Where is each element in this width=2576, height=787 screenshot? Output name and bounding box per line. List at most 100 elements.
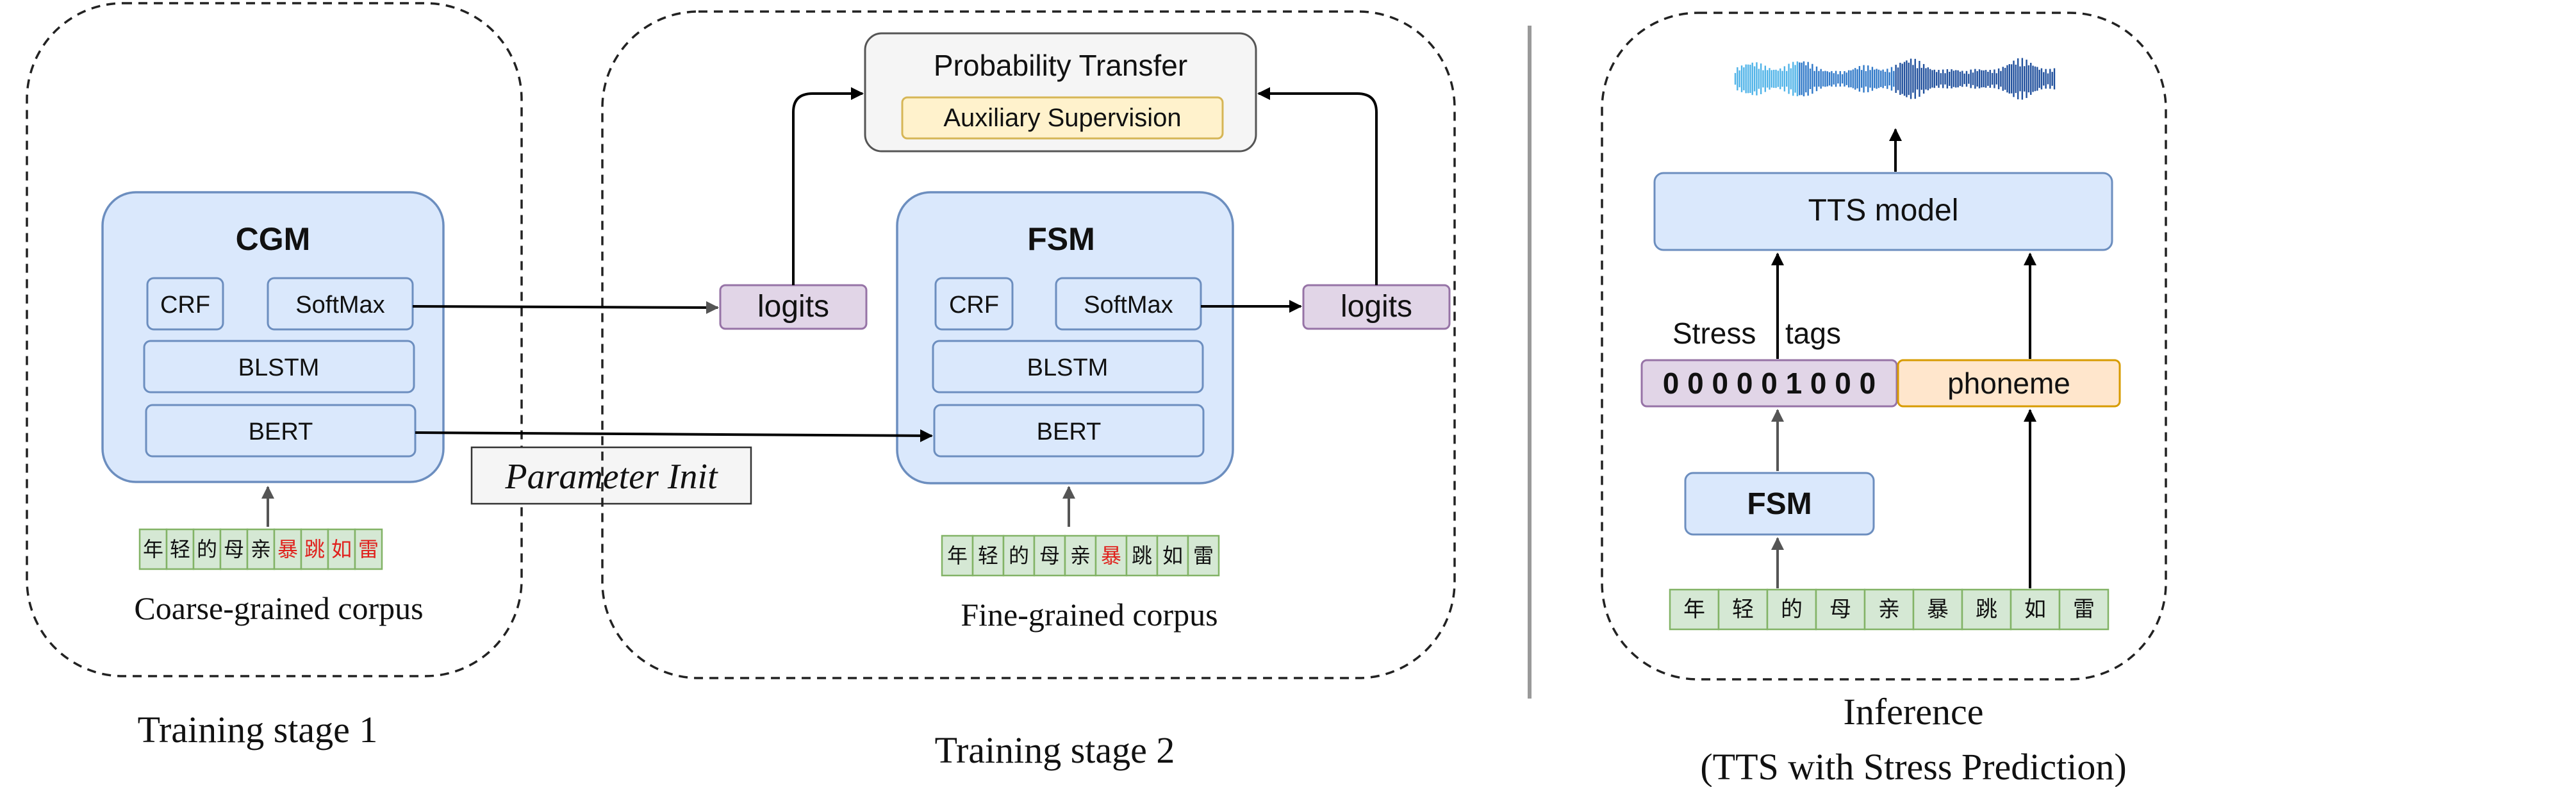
cgm-softmax-box [267, 277, 414, 331]
char-cell [1064, 534, 1097, 577]
char-cell [273, 528, 302, 570]
char-cell [219, 528, 249, 570]
stage1-outline [26, 2, 523, 677]
parameter-init-box [470, 446, 752, 505]
char-label: 如 [2024, 597, 2046, 622]
fsm-bert-label: BERT [1037, 418, 1102, 445]
char-cell [1863, 588, 1915, 631]
inference-input-chars: 年轻的母亲暴跳如雷 [1669, 588, 2110, 631]
audio-waveform-icon [1734, 58, 2056, 100]
char-label: 跳 [304, 537, 325, 561]
char-label: 轻 [978, 543, 998, 568]
cgm-bert-box [145, 404, 417, 458]
char-cell [1766, 588, 1817, 631]
char-label: 年 [143, 537, 163, 561]
char-cell [354, 528, 383, 570]
char-cell [1912, 588, 1963, 631]
parameter-init-group: Parameter Init [470, 446, 752, 505]
char-label: 亲 [1070, 543, 1091, 568]
char-label: 的 [197, 537, 217, 561]
char-label: 雷 [2073, 597, 2095, 622]
inference-fsm-box [1684, 472, 1875, 536]
stage2-corpus-chars: 年轻的母亲暴跳如雷 [941, 534, 1220, 577]
cgm-bert-label: BERT [249, 418, 313, 445]
char-label: 轻 [170, 537, 190, 561]
char-cell [2058, 588, 2110, 631]
stress-tags-label: 0 0 0 0 0 1 0 0 0 [1663, 367, 1876, 400]
fsm-bert-box [933, 404, 1205, 458]
cgm-softmax-to-logits-arrow [412, 301, 719, 314]
char-label: 的 [1009, 543, 1029, 568]
stage1-label: Training stage 1 [138, 709, 378, 750]
char-cell [1156, 534, 1189, 577]
stage1-corpus-chars: 年轻的母亲暴跳如雷 [138, 528, 383, 570]
inference-outline [1601, 12, 2167, 681]
fsm-title: FSM [1027, 221, 1095, 257]
inference-label-line2: (TTS with Stress Prediction) [1700, 746, 2126, 787]
parameter-init-label: Parameter Init [504, 457, 718, 497]
char-label: 年 [1683, 597, 1705, 622]
char-cell [2010, 588, 2061, 631]
cgm-softmax-label: SoftMax [295, 292, 384, 319]
fsm-crf-label: CRF [949, 292, 999, 319]
probability-transfer-label: Probability Transfer [934, 49, 1187, 82]
tags-label: tags [1785, 317, 1841, 350]
inference-fsm-label: FSM [1747, 487, 1812, 521]
tts-model-label: TTS model [1808, 194, 1959, 228]
logits-left-label: logits [757, 290, 829, 324]
char-label: 跳 [1976, 597, 1997, 622]
char-label: 跳 [1132, 543, 1152, 568]
char-label: 母 [1039, 543, 1060, 568]
inference-label-line1: Inference [1844, 691, 1984, 733]
char-label: 母 [224, 537, 244, 561]
char-label: 年 [947, 543, 968, 568]
stage1-group: CGM CRF SoftMax BLSTM BERT 年轻的母亲暴跳如雷 Coa… [26, 2, 523, 750]
auxiliary-supervision-label: Auxiliary Supervision [943, 104, 1181, 132]
tts-model-box [1653, 172, 2113, 251]
fsm-softmax-box [1055, 277, 1202, 331]
char-cell [1187, 534, 1220, 577]
fsm-blstm-label: BLSTM [1027, 354, 1109, 381]
stage2-group: Probability Transfer Auxiliary Supervisi… [601, 10, 1456, 771]
char-cell [941, 534, 974, 577]
cgm-blstm-label: BLSTM [238, 354, 320, 381]
stage2-label: Training stage 2 [935, 729, 1175, 771]
char-label: 雷 [1193, 543, 1214, 568]
cgm-title: CGM [236, 221, 311, 257]
fsm-blstm-box [932, 340, 1204, 393]
phoneme-box [1897, 359, 2121, 408]
char-cell [1033, 534, 1066, 577]
char-label: 亲 [251, 537, 271, 561]
phoneme-label: phoneme [1947, 367, 2070, 400]
char-cell [971, 534, 1005, 577]
char-cell [300, 528, 329, 570]
inference-group: TTS model Stress tags 0 0 0 0 0 1 0 0 0 … [1601, 12, 2167, 787]
char-label: 轻 [1732, 597, 1754, 622]
char-label: 暴 [1927, 597, 1949, 622]
char-label: 如 [331, 537, 352, 561]
stress-tags-box [1640, 359, 1898, 408]
char-cell [1094, 534, 1128, 577]
char-label: 母 [1829, 597, 1851, 622]
char-label: 的 [1781, 597, 1803, 622]
stress-label: Stress [1672, 317, 1756, 350]
cgm-blstm-box [143, 340, 415, 393]
logits-right-to-prob-arrow [1257, 87, 1378, 285]
char-label: 暴 [1101, 543, 1121, 568]
char-cell [1002, 534, 1036, 577]
char-cell [1815, 588, 1866, 631]
stage2-corpus-label: Fine-grained corpus [961, 597, 1218, 633]
auxiliary-supervision-box [901, 96, 1224, 140]
stage2-outline [601, 10, 1456, 679]
logits-right-label: logits [1341, 290, 1412, 324]
char-label: 暴 [277, 537, 298, 561]
cgm-crf-label: CRF [160, 292, 210, 319]
char-label: 亲 [1878, 597, 1900, 622]
logits-left-to-prob-arrow [792, 87, 864, 285]
char-label: 雷 [358, 537, 379, 561]
fsm-softmax-label: SoftMax [1084, 292, 1173, 319]
stage1-corpus-label: Coarse-grained corpus [134, 590, 423, 626]
fsm-crf-box [934, 277, 1014, 331]
cgm-crf-box [146, 277, 224, 331]
